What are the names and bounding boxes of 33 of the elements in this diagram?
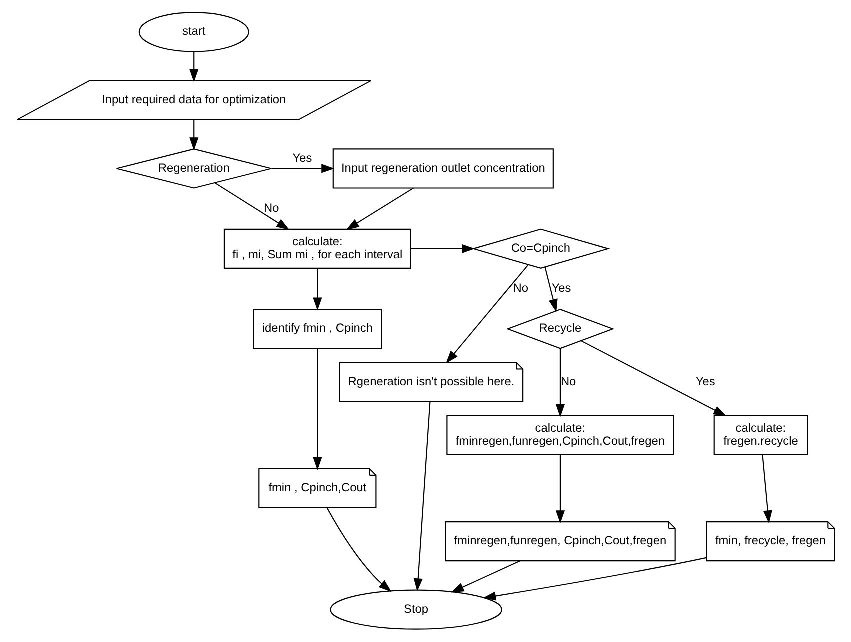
edge-label: Yes	[292, 151, 312, 165]
node-diamond: Co=Cpinch	[471, 228, 610, 269]
edge-label: Yes	[551, 281, 571, 296]
arrow	[326, 508, 392, 592]
arrow	[580, 340, 726, 416]
arrow	[312, 348, 322, 470]
arrow	[482, 557, 706, 601]
arrow	[555, 455, 565, 524]
node-diamond: Regeneration	[116, 148, 272, 189]
edge-label: Yes	[695, 374, 715, 388]
edge-label: No	[560, 374, 576, 388]
node-box: Input regeneration outlet concentration	[332, 148, 554, 189]
arrow	[555, 348, 565, 418]
arrow	[446, 264, 528, 364]
node-box: identify fmin , Cpinch	[252, 309, 382, 350]
node-box: calculate: fminregen,funregen,Cpinch,Cout,fregen	[446, 415, 674, 456]
arrow	[762, 454, 772, 524]
arrow	[214, 182, 290, 230]
arrow	[312, 268, 322, 311]
edge-label: No	[263, 200, 279, 215]
node-box: calculate: fi , mi, Sum mi , for each interval	[223, 228, 411, 269]
arrow	[450, 560, 520, 593]
node-diamond: Recycle	[506, 309, 614, 350]
arrow	[189, 52, 198, 82]
node-ellipse: start	[138, 12, 249, 52]
arrow	[544, 267, 558, 312]
edge-label: No	[512, 281, 528, 296]
arrow	[271, 164, 334, 174]
arrow	[346, 188, 414, 230]
arrow	[413, 402, 430, 592]
node-box: calculate: fregen.recycle	[713, 415, 808, 456]
arrow	[189, 120, 198, 151]
arrow	[410, 244, 475, 254]
